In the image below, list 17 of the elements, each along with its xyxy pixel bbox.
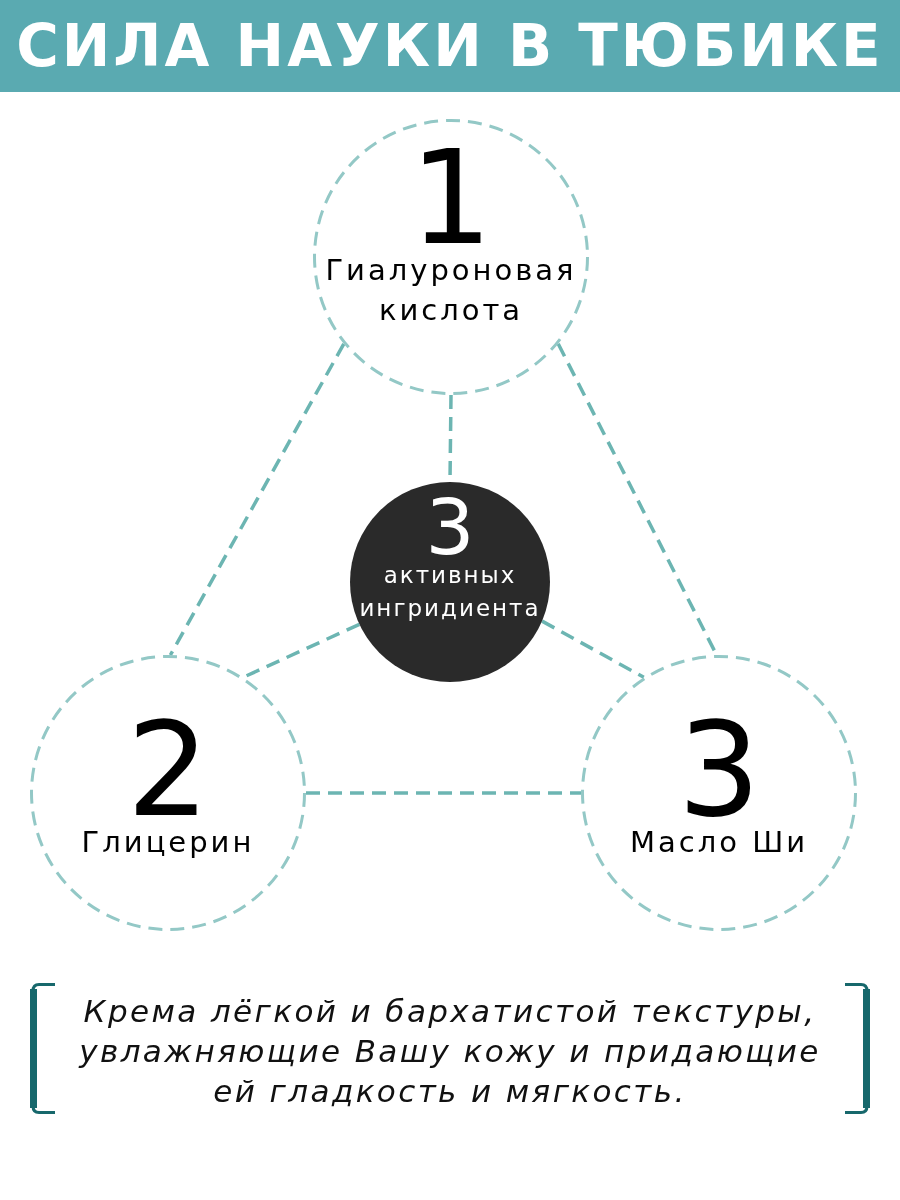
step-number: 3	[677, 718, 761, 822]
dashed-connector	[168, 342, 346, 656]
title-text: СИЛА НАУКИ В ТЮБИКЕ	[16, 17, 884, 75]
step-number: 2	[126, 718, 210, 822]
caption-text: Крема лёгкой и бархатистой текстуры, увлажняющие Вашу кожу и придающие ей гладкость и мягкость.	[77, 992, 822, 1111]
step-number: 3	[425, 497, 475, 559]
dashed-connector	[541, 619, 645, 679]
dashed-circle	[313, 119, 589, 395]
dashed-circle	[581, 655, 857, 931]
ingredient-label: Гиалуроновая кислота	[324, 252, 578, 329]
ingredient-label: активных ингридиента	[358, 560, 542, 623]
dark-circle	[350, 482, 550, 682]
dashed-circle	[30, 655, 306, 931]
step-number: 1	[409, 146, 493, 250]
ingredient-label: Масло Ши	[629, 824, 809, 861]
ingredient-label: Глицерин	[81, 824, 255, 861]
dashed-connector	[306, 791, 581, 795]
